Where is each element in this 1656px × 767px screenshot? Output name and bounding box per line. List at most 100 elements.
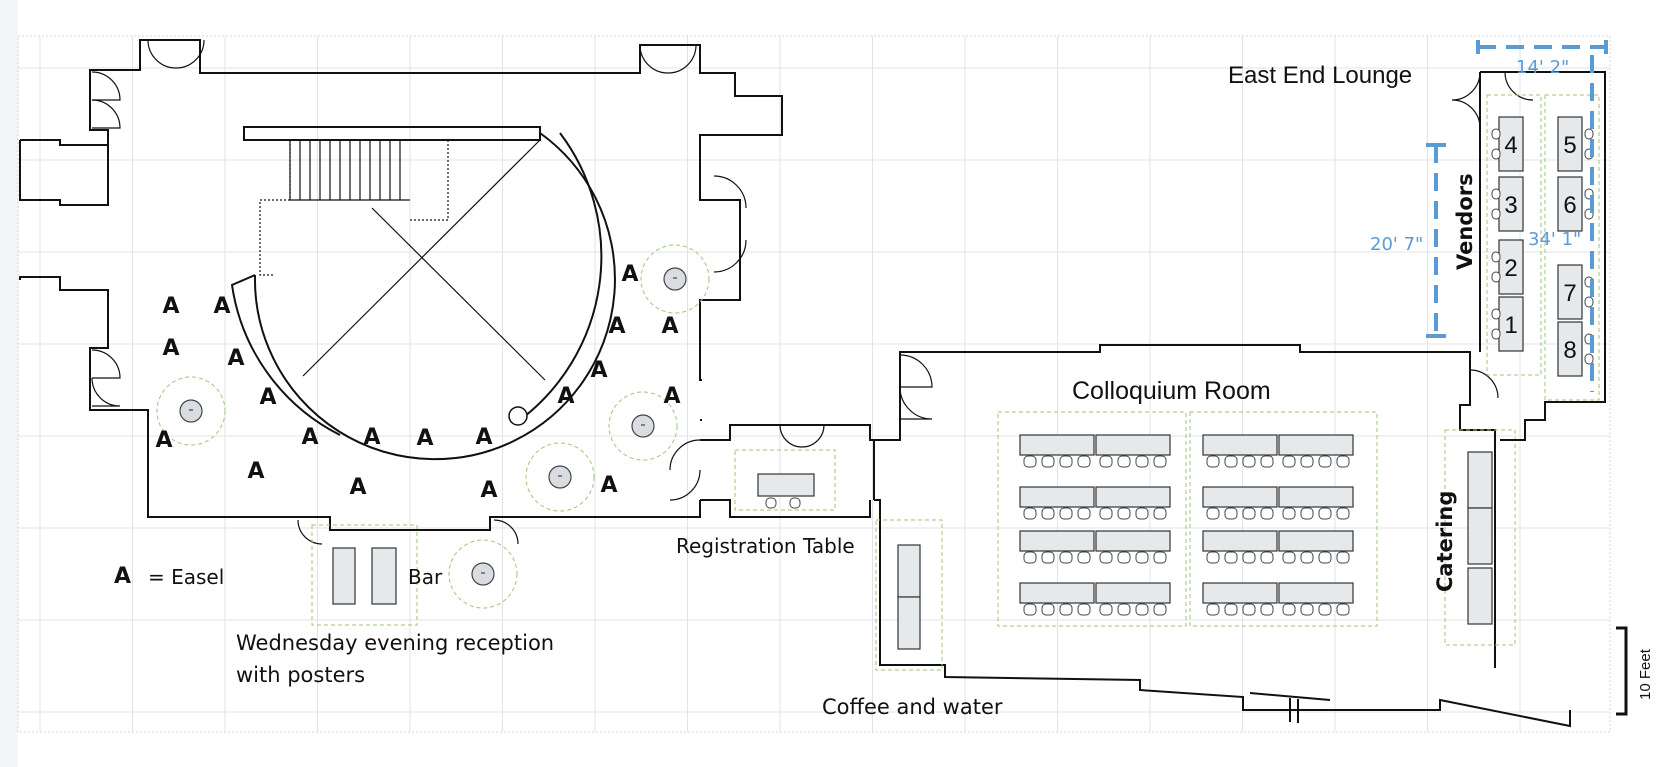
chair [1153, 551, 1167, 564]
chair [1099, 603, 1113, 616]
seminar-table [1019, 434, 1095, 456]
easel-icon: A [162, 336, 179, 361]
easel-icon: A [227, 346, 244, 371]
chair [1336, 603, 1350, 616]
stair-treads [289, 140, 401, 200]
easel-icon: A [557, 384, 574, 409]
seminar-table [1095, 486, 1171, 508]
chair [1099, 551, 1113, 564]
chair [1023, 507, 1037, 520]
chair [1117, 455, 1131, 468]
vendor-table-number: 4 [1504, 132, 1517, 159]
chair [1260, 507, 1274, 520]
coffee-zone [875, 519, 943, 671]
vendor-table-number: 5 [1563, 132, 1576, 159]
scale-label: 10 Feet [1637, 648, 1654, 700]
chair [1336, 455, 1350, 468]
east-end-lounge [1451, 71, 1606, 441]
easel-icon: A [621, 262, 638, 287]
seminar-table [1278, 582, 1354, 604]
chair [1224, 603, 1238, 616]
dimension-length-label: 34' 1" [1528, 229, 1581, 250]
chair [1077, 455, 1091, 468]
chair [1099, 455, 1113, 468]
chair [1282, 603, 1296, 616]
seminar-table [1095, 434, 1171, 456]
seminar-table [1019, 486, 1095, 508]
chair [1300, 551, 1314, 564]
easel-icon: A [301, 425, 318, 450]
seminar-table [1019, 582, 1095, 604]
chair [1282, 507, 1296, 520]
chair [1059, 507, 1073, 520]
chair [1318, 455, 1332, 468]
chair [1041, 551, 1055, 564]
chair [1059, 603, 1073, 616]
catering-label: Catering [1433, 491, 1457, 592]
cocktail-table [471, 562, 495, 586]
vendor-table [1498, 239, 1524, 295]
colloquium-room-title: Colloquium Room [1072, 377, 1271, 405]
vendor-table [1498, 296, 1524, 352]
vendor-table [1498, 116, 1524, 172]
vendor-table-number: 2 [1504, 255, 1517, 282]
chair [1282, 455, 1296, 468]
chair [1336, 507, 1350, 520]
cocktail-table [631, 414, 655, 438]
chair [1023, 603, 1037, 616]
scale-bar: 10 Feet [1616, 626, 1654, 716]
seminar-table [1202, 434, 1278, 456]
cocktail-table [179, 399, 203, 423]
chair [1023, 551, 1037, 564]
left-margin [0, 0, 18, 767]
chair [1206, 507, 1220, 520]
vendor-table-number: 7 [1563, 280, 1576, 307]
chair [1260, 551, 1274, 564]
easel-icon: A [349, 475, 366, 500]
seminar-table [1095, 582, 1171, 604]
coffee-water-label: Coffee and water [822, 695, 1003, 719]
easel-icon: A [162, 294, 179, 319]
easel-icon: A [213, 294, 230, 319]
bar-label: Bar [408, 565, 443, 589]
easel-icon: A [416, 426, 433, 451]
vendor-table [1557, 264, 1583, 320]
easel-icon: A [608, 314, 625, 339]
chair [1336, 551, 1350, 564]
chair [1260, 455, 1274, 468]
chair [1153, 603, 1167, 616]
registration-vestibule [700, 424, 874, 518]
chair [1242, 455, 1256, 468]
easel-icon: A [475, 425, 492, 450]
colloquium-seating [997, 411, 1378, 627]
vendor-table [1498, 176, 1524, 232]
seminar-table [1202, 486, 1278, 508]
chair [1242, 603, 1256, 616]
chair [1117, 603, 1131, 616]
chair [1117, 507, 1131, 520]
chair [1135, 507, 1149, 520]
chair [1135, 603, 1149, 616]
chair [1318, 603, 1332, 616]
chair [1224, 551, 1238, 564]
chair [1260, 603, 1274, 616]
easel-icon: A [247, 459, 264, 484]
cocktail-table [663, 267, 687, 291]
seminar-table [1278, 486, 1354, 508]
chair [1318, 507, 1332, 520]
seminar-table [1095, 530, 1171, 552]
chair [1300, 455, 1314, 468]
chair [1059, 551, 1073, 564]
chair [1224, 455, 1238, 468]
vendors-label: Vendors [1453, 173, 1477, 270]
chair [1300, 603, 1314, 616]
easel-icon: A [590, 358, 607, 383]
easel-icon: A [259, 385, 276, 410]
easel-icon: A [663, 384, 680, 409]
vendor-table-number: 3 [1504, 192, 1517, 219]
vendor-table-number: 1 [1504, 312, 1517, 339]
seminar-table [1202, 530, 1278, 552]
chair [1300, 507, 1314, 520]
